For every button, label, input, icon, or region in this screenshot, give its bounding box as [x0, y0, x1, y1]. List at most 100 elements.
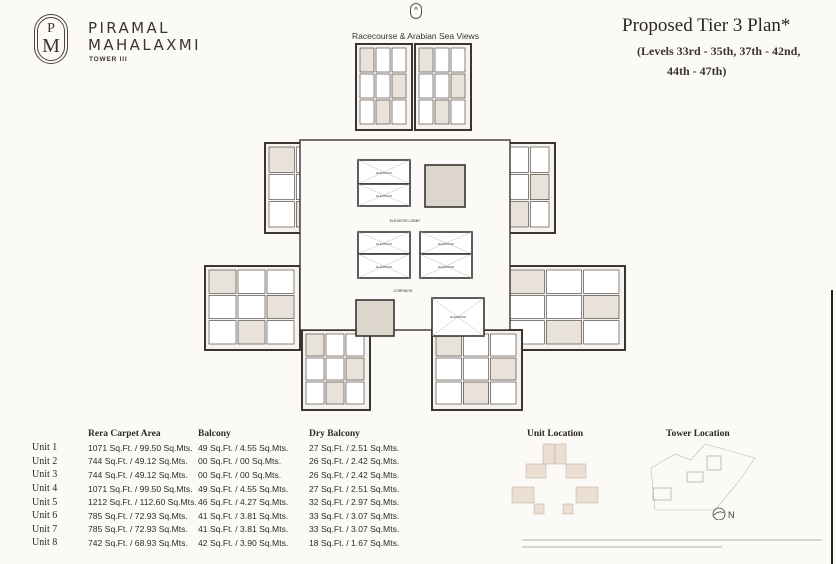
- room: [450, 99, 466, 125]
- room: [463, 333, 489, 357]
- room: [530, 146, 550, 173]
- dry-balcony-area: 27 Sq.Ft. / 2.51 Sq.Mts.: [309, 442, 400, 453]
- unit-name: Unit 7: [32, 523, 58, 535]
- site-boundary: [650, 443, 756, 511]
- brand-line1: PIRAMAL: [88, 19, 170, 37]
- carpet-area: 742 Sq.Ft. / 68.93 Sq.Mts.: [88, 537, 188, 548]
- elevator-cross: [357, 159, 411, 185]
- table-header: Rera Carpet Area Balcony Dry Balcony: [32, 426, 399, 441]
- north-compass-icon: [712, 507, 726, 520]
- room: [490, 357, 517, 381]
- room: [434, 47, 450, 73]
- elevator-lobby-label: ELEVATOR LOBBY: [390, 219, 421, 223]
- room: [463, 381, 489, 405]
- elevator-label: ELEVATOR: [376, 171, 392, 175]
- room: [208, 269, 237, 294]
- room: [345, 333, 365, 357]
- room: [509, 201, 529, 228]
- unit-location-unit: [565, 463, 587, 479]
- room: [435, 333, 462, 357]
- unit-location-unit: [533, 503, 545, 515]
- balcony-area: 00 Sq.Ft. / 00 Sq.Mts.: [198, 456, 282, 467]
- dry-balcony-area: 18 Sq.Ft. / 1.67 Sq.Mts.: [309, 537, 400, 548]
- header-unit: [32, 426, 88, 441]
- balcony-area: 00 Sq.Ft. / 00 Sq.Mts.: [198, 469, 282, 480]
- unit-location-map: [511, 443, 599, 515]
- room: [434, 99, 450, 125]
- tower-location-map: N: [650, 443, 756, 520]
- balcony-area: 41 Sq.Ft. / 3.81 Sq.Mts.: [198, 510, 289, 521]
- table-row: Unit 2 744 Sq.Ft. / 49.12 Sq.Mts. 00 Sq.Ft…: [32, 455, 399, 469]
- header-dry-balcony: Dry Balcony: [309, 428, 360, 439]
- room: [450, 47, 466, 73]
- room: [305, 381, 325, 405]
- unit-name: Unit 2: [32, 455, 58, 467]
- area-table: Rera Carpet Area Balcony Dry Balcony Uni…: [32, 426, 399, 550]
- balcony-area: 41 Sq.Ft. / 3.81 Sq.Mts.: [198, 524, 289, 535]
- carpet-area: 785 Sq.Ft. / 72.93 Sq.Mts.: [88, 524, 188, 535]
- elevator-label: ELEVATOR: [438, 242, 454, 246]
- brand-tower: TOWER III: [89, 56, 128, 63]
- room: [325, 357, 345, 381]
- footer-fine-print: [522, 546, 722, 548]
- brand-line2: MAHALAXMI: [88, 36, 201, 54]
- room: [546, 320, 582, 345]
- dry-balcony-area: 26 Sq.Ft. / 2.42 Sq.Mts.: [309, 456, 400, 467]
- room: [266, 269, 295, 294]
- room: [463, 357, 489, 381]
- room: [530, 174, 550, 200]
- room: [391, 73, 407, 99]
- compass-needle-icon: [713, 511, 725, 516]
- unit-name: Unit 5: [32, 496, 58, 508]
- staircase: [424, 164, 466, 208]
- unit-location-unit: [562, 503, 574, 515]
- room: [546, 295, 582, 319]
- room: [208, 320, 237, 345]
- tower-footprint: [686, 471, 704, 483]
- header-carpet: Rera Carpet Area: [88, 428, 161, 439]
- carpet-area: 785 Sq.Ft. / 72.93 Sq.Mts.: [88, 510, 188, 521]
- room: [418, 99, 434, 125]
- balcony-area: 46 Sq.Ft. / 4.27 Sq.Mts.: [198, 497, 289, 508]
- room: [583, 320, 620, 345]
- room: [508, 295, 545, 319]
- footer-fine-print: [522, 539, 822, 541]
- room: [583, 295, 620, 319]
- unit-location-unit: [554, 443, 567, 465]
- room: [509, 146, 529, 173]
- north-arrow-icon: ^: [410, 3, 422, 19]
- unit-location-unit: [542, 443, 555, 465]
- elevator-label: ELEVATOR: [376, 242, 392, 246]
- tower-footprint: [706, 455, 722, 471]
- tower-location-title: Tower Location: [666, 429, 730, 439]
- elevator-label: ELEVATOR: [438, 265, 454, 269]
- carpet-area: 744 Sq.Ft. / 49.12 Sq.Mts.: [88, 456, 188, 467]
- staircase: [355, 299, 395, 337]
- elevator-label: ELEVATOR: [450, 315, 466, 319]
- room: [391, 47, 407, 73]
- dry-balcony-area: 32 Sq.Ft. / 2.97 Sq.Mts.: [309, 497, 400, 508]
- dry-balcony-area: 33 Sq.Ft. / 3.07 Sq.Mts.: [309, 524, 400, 535]
- unit-location-unit: [575, 486, 599, 504]
- north-label: N: [728, 510, 735, 520]
- carpet-area: 1071 Sq.Ft. / 99.50 Sq.Mts.: [88, 483, 193, 494]
- unit-name: Unit 8: [32, 537, 58, 549]
- room: [490, 333, 517, 357]
- room: [359, 47, 375, 73]
- levels-line1: (Levels 33rd - 35th, 37th - 42nd,: [637, 44, 801, 58]
- room: [268, 174, 295, 200]
- elevator-cross: [431, 297, 485, 337]
- room: [325, 381, 345, 405]
- room: [509, 174, 529, 200]
- unit-name: Unit 4: [32, 483, 58, 495]
- dry-balcony-area: 33 Sq.Ft. / 3.07 Sq.Mts.: [309, 510, 400, 521]
- room: [530, 201, 550, 228]
- room: [325, 333, 345, 357]
- room: [375, 73, 391, 99]
- room: [208, 295, 237, 319]
- room: [546, 269, 582, 294]
- room: [418, 73, 434, 99]
